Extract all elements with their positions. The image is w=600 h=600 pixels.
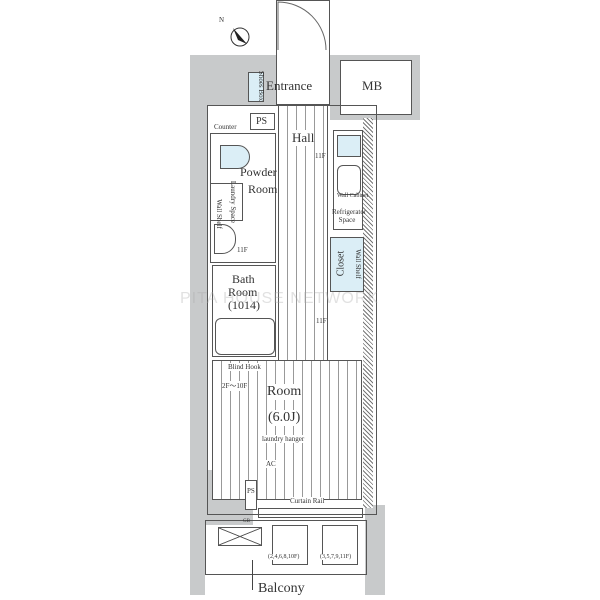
toilet-icon bbox=[220, 145, 250, 169]
bath-room bbox=[212, 265, 276, 357]
shoes-box bbox=[248, 72, 264, 102]
watermark: PITA HOUSE NETWORK bbox=[180, 290, 380, 307]
outdoor-unit-icon bbox=[218, 527, 262, 546]
evacuation-hatch-even[interactable] bbox=[272, 525, 308, 565]
bath-label-2: Room bbox=[228, 285, 258, 299]
sink-icon bbox=[214, 224, 236, 254]
note-11f: 11F bbox=[237, 246, 248, 254]
entrance-door[interactable] bbox=[276, 0, 330, 105]
evacuation-hatch-odd[interactable] bbox=[322, 525, 358, 565]
bath-size: (1014) bbox=[228, 298, 260, 312]
curtain-rail-label: Curtain Rail bbox=[290, 497, 325, 505]
wall-cabinet-label: Wall Cabinet bbox=[337, 193, 369, 199]
closet-wall-shelf-label: Wall Shelf bbox=[353, 249, 362, 279]
outer-wall-top bbox=[208, 55, 276, 105]
note-11f: 11F bbox=[315, 152, 326, 160]
hatched-wall-right bbox=[363, 118, 373, 508]
balcony-label: Balcony bbox=[258, 581, 305, 596]
bathtub-icon bbox=[215, 318, 275, 355]
hall-floor bbox=[278, 105, 328, 365]
blind-hook-label: Blind Hook bbox=[228, 363, 261, 371]
powder-room-label-2: Room bbox=[248, 182, 278, 196]
bath-label-1: Bath bbox=[232, 272, 255, 286]
laundry-hanger-label: laundry hanger bbox=[262, 435, 305, 443]
entrance-label: Entrance bbox=[266, 78, 313, 93]
ac-label: AC bbox=[266, 460, 276, 468]
window-sash[interactable] bbox=[258, 508, 363, 518]
laundry-space bbox=[210, 183, 243, 221]
laundry-space-label: Laundry Space bbox=[229, 180, 238, 224]
mb-label: MB bbox=[362, 78, 383, 93]
powder-room-label-1: Powder bbox=[240, 165, 277, 179]
wall-balcony-left bbox=[190, 520, 205, 595]
closet-label: Closet bbox=[335, 250, 347, 277]
ps-bottom-label: PS bbox=[247, 487, 255, 495]
kitchen-counter bbox=[333, 130, 363, 230]
closet bbox=[330, 237, 364, 292]
ps-top-label: PS bbox=[256, 116, 268, 127]
balcony bbox=[205, 520, 367, 575]
ps-shaft-top bbox=[250, 113, 275, 130]
counter-label: Counter bbox=[214, 123, 237, 131]
refrigerator-space-label: Refrigerator Space bbox=[332, 208, 367, 224]
hall-label: Hall bbox=[292, 130, 315, 146]
door-swing-icon bbox=[277, 1, 327, 51]
floors-odd-label: (3,5,7,9,11F) bbox=[320, 554, 352, 560]
room-label: Room bbox=[267, 384, 302, 400]
note-11f: 11F bbox=[316, 317, 327, 325]
kitchen-sink-icon bbox=[337, 165, 361, 195]
balcony-leader-line bbox=[252, 560, 253, 590]
stove-icon bbox=[337, 135, 361, 157]
outer-wall-left bbox=[190, 55, 208, 525]
floor-note-label: 2F～10F bbox=[222, 381, 248, 391]
ps-shaft-bottom bbox=[245, 480, 257, 510]
floors-even-label: (2,4,6,8,10F) bbox=[268, 554, 300, 560]
gb-label: GB bbox=[243, 519, 250, 524]
wall-bottom-right bbox=[365, 505, 385, 595]
room-size: (6.0J) bbox=[268, 410, 301, 426]
shoes-box-label: Shoes Box bbox=[257, 70, 266, 102]
north-compass-icon: N bbox=[219, 16, 255, 52]
